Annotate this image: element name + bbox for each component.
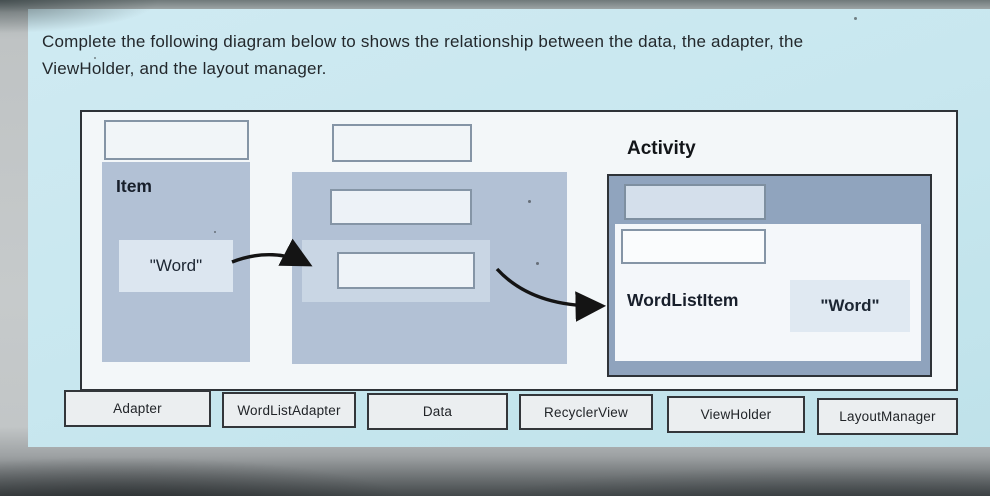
adapter-panel [292,172,567,364]
instruction-text: Complete the following diagram below to … [42,28,952,82]
arrow-adapter-to-recyclerview [495,267,607,322]
answer-chip-data[interactable]: Data [367,393,508,430]
dust-speck [94,57,96,59]
dust-speck [528,200,531,203]
relationship-arrows [231,238,607,322]
item-panel-title: Item [116,176,152,196]
blank-slot-adapter-bottom[interactable] [337,252,475,289]
item-panel: Item "Word" [102,162,250,362]
dust-speck [854,17,857,20]
wordlistitem-label: WordListItem [627,290,739,310]
answer-chip-layoutmanager[interactable]: LayoutManager [817,398,958,435]
blank-slot-recyclerview-label[interactable] [624,184,766,220]
dust-speck [536,262,539,265]
blank-slot-data-label[interactable] [104,120,249,160]
answer-chip-recyclerview[interactable]: RecyclerView [519,394,653,430]
diagram-canvas: Activity Item "Word" WordListItem [80,110,958,391]
dust-speck [214,231,216,233]
recyclerview-panel: WordListItem "Word" [607,174,932,377]
activity-label: Activity [627,138,696,159]
recyclerview-panel-content: WordListItem "Word" [615,224,921,361]
item-word-value: "Word" [119,240,233,292]
blank-slot-adapter-top[interactable] [330,189,472,225]
answer-chip-viewholder[interactable]: ViewHolder [667,396,805,433]
arrow-item-to-adapter [231,238,313,267]
recyclerview-panel-header [609,176,930,224]
instruction-line-2: ViewHolder, and the layout manager. [42,59,327,78]
blank-slot-viewholder-label[interactable] [621,229,766,264]
wordlistitem-word-value: "Word" [790,280,910,332]
instruction-line-1: Complete the following diagram below to … [42,32,804,51]
answer-chip-wordlistadapter[interactable]: WordListAdapter [222,392,356,428]
blank-slot-adapter-label[interactable] [332,124,472,162]
answer-chip-adapter[interactable]: Adapter [64,390,211,427]
